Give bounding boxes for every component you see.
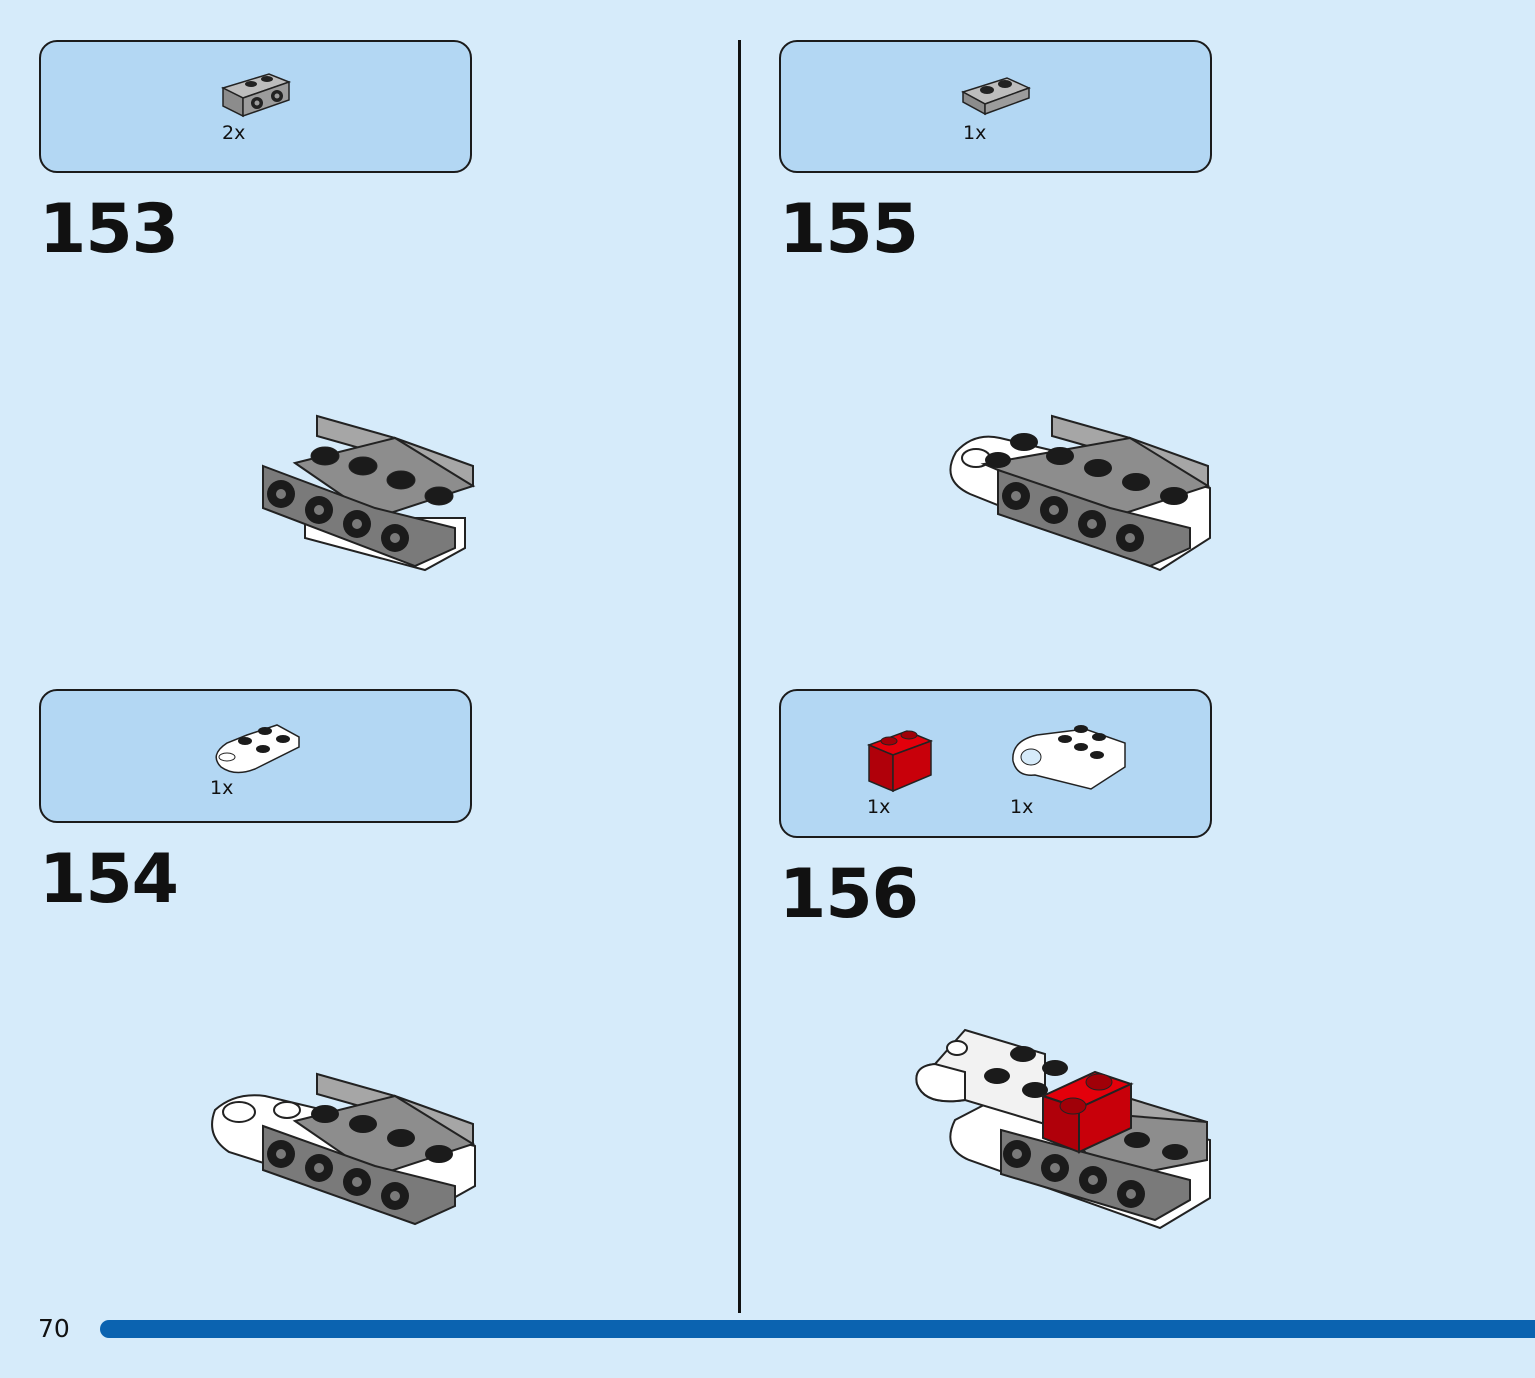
gray-bracket-plate-icon	[221, 73, 292, 118]
bracket-assembly-with-white-nose	[211, 1072, 476, 1226]
page-number: 70	[38, 1314, 70, 1343]
part-quantity: 1x	[210, 777, 234, 799]
parts-callout-155: 1x	[779, 40, 1212, 173]
white-rounded-plate-icon	[215, 724, 300, 774]
page-progress-bar	[100, 1320, 1535, 1338]
step-number: 156	[779, 855, 919, 934]
parts-callout-154: 1x	[39, 689, 472, 823]
step-number: 155	[779, 190, 919, 269]
part-quantity: 1x	[1010, 796, 1034, 818]
white-clip-brick-icon	[1012, 725, 1126, 790]
part-quantity: 1x	[963, 122, 987, 144]
gray-plate-1x2-icon	[961, 77, 1031, 116]
step-number: 153	[39, 190, 179, 269]
column-divider	[738, 40, 741, 1313]
step-number: 154	[39, 840, 179, 919]
gray-bracket-assembly	[262, 414, 476, 572]
bracket-assembly-with-plate	[949, 414, 1211, 572]
red-brick-1x2-icon	[866, 730, 934, 793]
part-quantity: 1x	[867, 796, 891, 818]
bracket-assembly-with-red-brick-and-clip	[915, 1028, 1211, 1230]
parts-callout-153: 2x	[39, 40, 472, 173]
part-quantity: 2x	[222, 122, 246, 144]
parts-callout-156: 1x 1x	[779, 689, 1212, 838]
